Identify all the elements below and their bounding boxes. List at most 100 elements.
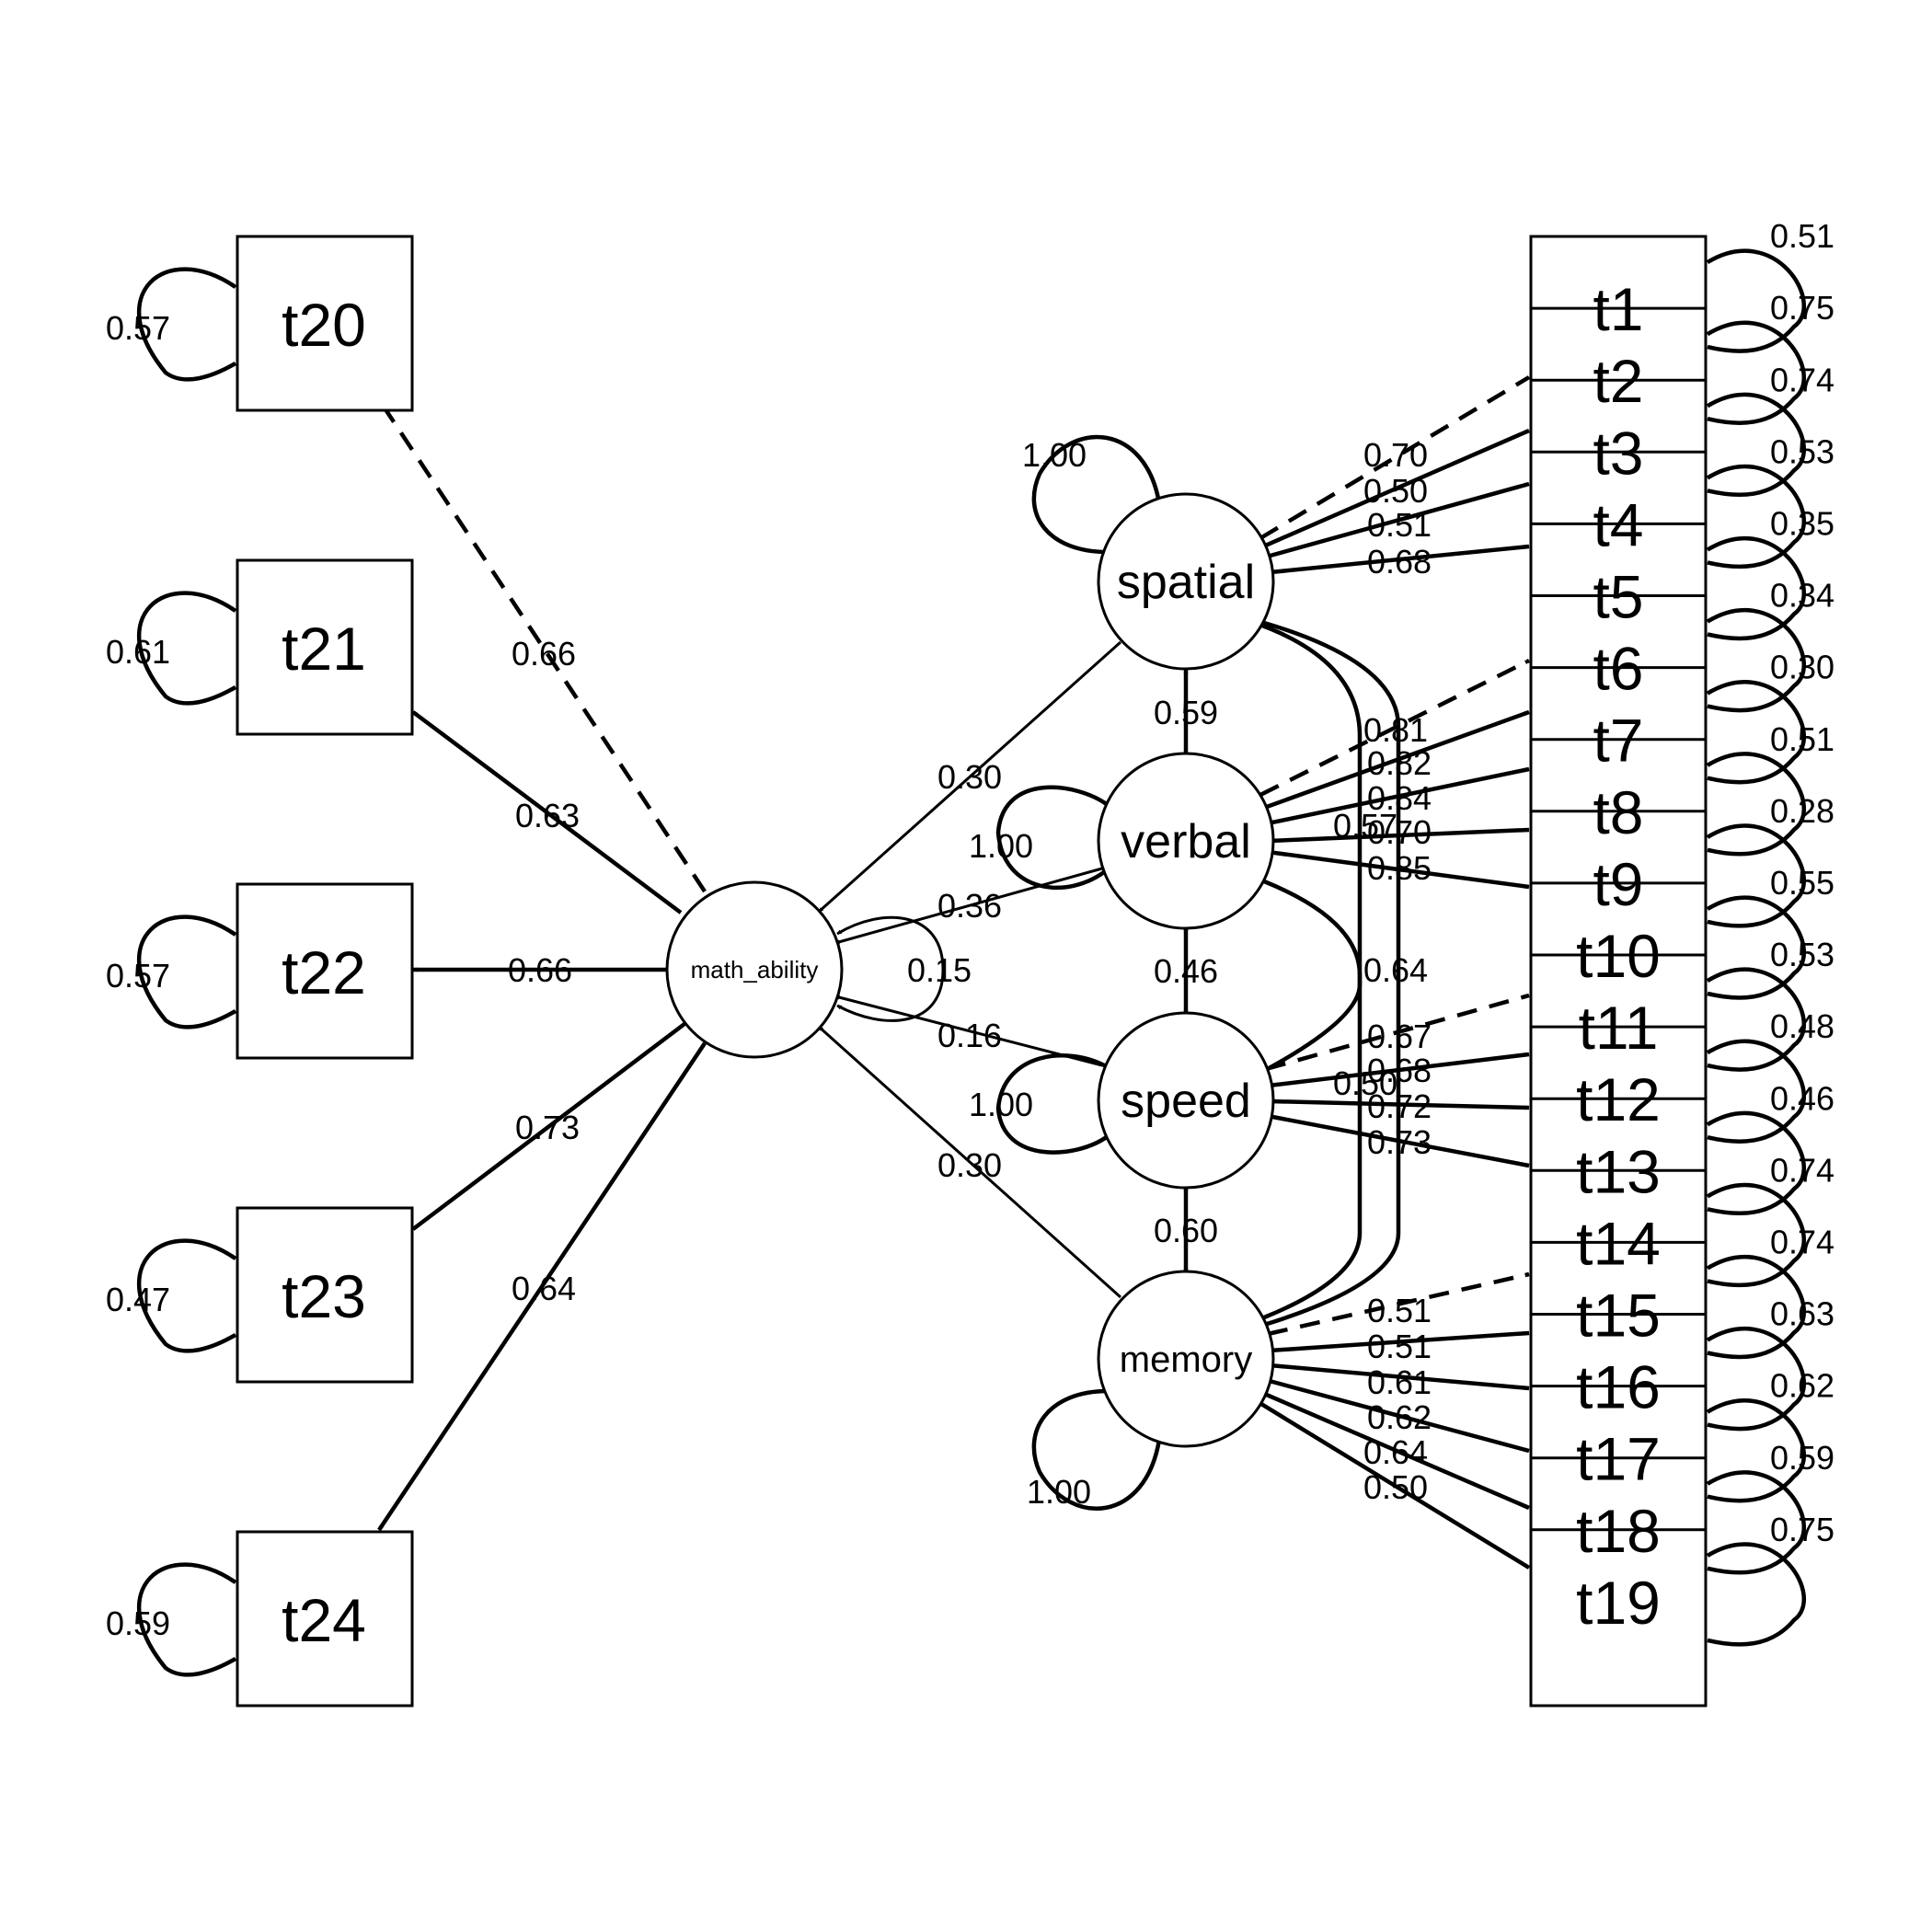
indicator-label-t10: t10: [1576, 922, 1661, 990]
right-indicator-column: [1529, 235, 1708, 1708]
variance-label-memory: 1.00: [1027, 1473, 1091, 1511]
variance-loop-t2: [1706, 320, 1806, 425]
loading-label-t22: 0.66: [508, 951, 572, 989]
indicator-label-t7: t7: [1593, 707, 1643, 775]
variance-label-t24: 0.59: [106, 1604, 170, 1642]
variance-label-t2: 0.75: [1770, 289, 1834, 327]
variance-label-t1: 0.51: [1770, 217, 1834, 255]
variance-loop-t18: [1706, 1470, 1806, 1575]
loading-label-t7: 0.84: [1367, 779, 1432, 817]
loading-edge-t19: [1255, 1399, 1531, 1570]
latent-node-memory: [1097, 1270, 1275, 1448]
loading-label-t3: 0.51: [1367, 506, 1432, 544]
variance-loop-t5: [1706, 535, 1806, 641]
variance-loop-speed: [995, 1053, 1110, 1155]
variance-label-math-ability: 0.15: [907, 951, 972, 989]
loading-edge-t14: [1267, 1271, 1530, 1337]
covariance-label-spatial-memory: 0.50: [1333, 1064, 1397, 1102]
loading-edge-t18: [1261, 1390, 1530, 1511]
variance-loop-t23: [136, 1238, 237, 1353]
right-indicator-labels: t1t2t3t4t5t6t7t8t9t10t11t12t13t14t15t16t…: [1576, 275, 1661, 1637]
variance-loop-memory: [1031, 1388, 1162, 1511]
variance-label-verbal: 1.00: [969, 827, 1033, 865]
indicator-box-t21: [236, 558, 414, 736]
loading-label-t8: 0.70: [1367, 813, 1432, 851]
latent-label-memory: memory: [1120, 1340, 1252, 1380]
covariance-edge-spatial-speed: [1260, 623, 1363, 1074]
regression-edge-memory: [817, 1025, 1122, 1299]
variance-loop-t7: [1706, 680, 1806, 785]
indicator-label-t13: t13: [1576, 1137, 1661, 1205]
covariance-edge-verbal-memory: [1263, 879, 1363, 1320]
indicator-label-t23: t23: [282, 1262, 366, 1330]
variance-label-t3: 0.74: [1770, 361, 1834, 398]
loading-label-t4: 0.68: [1367, 543, 1432, 581]
variance-label-t6: 0.34: [1770, 577, 1834, 615]
latent-node-speed: [1097, 1011, 1275, 1190]
regression-edge-spatial: [818, 640, 1121, 914]
variance-label-t4: 0.53: [1770, 432, 1834, 470]
latent-label-verbal: verbal: [1121, 815, 1251, 868]
variance-label-t19: 0.75: [1770, 1511, 1834, 1548]
variance-label-t11: 0.53: [1770, 936, 1834, 973]
variance-label-t20: 0.57: [106, 309, 170, 347]
variance-loop-t8: [1706, 752, 1806, 857]
covariance-label-verbal-memory: 0.64: [1363, 951, 1428, 989]
coefficient-labels: 0.57 0.61 0.57 0.47 0.59 0.66 0.63 0.66 …: [106, 309, 1432, 1642]
variance-label-t5: 0.35: [1770, 505, 1834, 543]
variance-loop-t12: [1706, 1039, 1806, 1144]
loading-label-t16: 0.61: [1367, 1363, 1432, 1401]
loading-edge-t15: [1269, 1330, 1530, 1353]
loading-label-t12: 0.72: [1367, 1087, 1432, 1125]
loading-label-t13: 0.73: [1367, 1123, 1432, 1161]
regression-label-spatial: 0.30: [937, 758, 1002, 796]
loading-label-t14: 0.51: [1367, 1292, 1432, 1329]
indicator-label-t17: t17: [1576, 1425, 1661, 1493]
indicator-label-t15: t15: [1576, 1282, 1661, 1350]
loading-label-t6: 0.82: [1367, 744, 1432, 782]
loading-edge-t3: [1266, 481, 1530, 559]
variance-label-t13: 0.46: [1770, 1079, 1834, 1117]
indicator-label-t18: t18: [1576, 1497, 1661, 1565]
indicator-label-t22: t22: [282, 938, 366, 1006]
loading-edge-t20: [384, 408, 707, 893]
variance-loop-t6: [1706, 607, 1806, 713]
loading-edge-t1: [1259, 375, 1531, 540]
variance-loop-t17: [1706, 1398, 1806, 1503]
indicator-label-t19: t19: [1576, 1569, 1661, 1637]
variance-loop-t16: [1706, 1326, 1806, 1432]
latent-label-math-ability: math_ability: [691, 956, 819, 983]
loading-label-t24: 0.64: [512, 1270, 576, 1307]
loading-label-t2: 0.50: [1363, 472, 1428, 510]
indicator-label-t16: t16: [1576, 1353, 1661, 1421]
loading-edge-t2: [1262, 428, 1530, 549]
indicator-label-t21: t21: [282, 615, 366, 683]
latent-circles: [665, 492, 1275, 1448]
indicator-box-t23: [236, 1206, 414, 1384]
right-indicator-dividers: [1531, 306, 1706, 1532]
loading-edge-t17: [1265, 1377, 1530, 1454]
indicator-label-t8: t8: [1593, 778, 1643, 846]
loading-label-t9: 0.85: [1367, 849, 1432, 887]
right-variance-loops: [1706, 248, 1806, 1647]
latent-node-verbal: [1097, 752, 1275, 930]
variance-loop-t13: [1706, 1110, 1806, 1216]
regression-label-memory: 0.30: [937, 1146, 1002, 1184]
latent-label-spatial: spatial: [1117, 556, 1255, 609]
covariance-edge-spatial-memory: [1263, 620, 1401, 1328]
variance-loop-t10: [1706, 895, 1806, 1000]
indicator-label-t4: t4: [1593, 490, 1643, 558]
loading-label-t15: 0.51: [1367, 1328, 1432, 1365]
loading-label-t18: 0.64: [1363, 1433, 1428, 1471]
indicator-label-t3: t3: [1593, 419, 1643, 487]
variance-loop-t14: [1706, 1182, 1806, 1288]
covariance-label-spatial-verbal: 0.59: [1154, 694, 1218, 731]
indicator-box-t22: [236, 882, 414, 1060]
loading-label-t19: 0.50: [1363, 1468, 1428, 1506]
loading-label-t17: 0.62: [1367, 1398, 1432, 1436]
indicator-label-t1: t1: [1593, 275, 1643, 343]
edges: [136, 267, 1531, 1677]
right-variance-labels: 0.510.750.740.530.350.340.300.510.280.55…: [1770, 217, 1834, 1548]
variance-loop-verbal: [995, 785, 1110, 891]
